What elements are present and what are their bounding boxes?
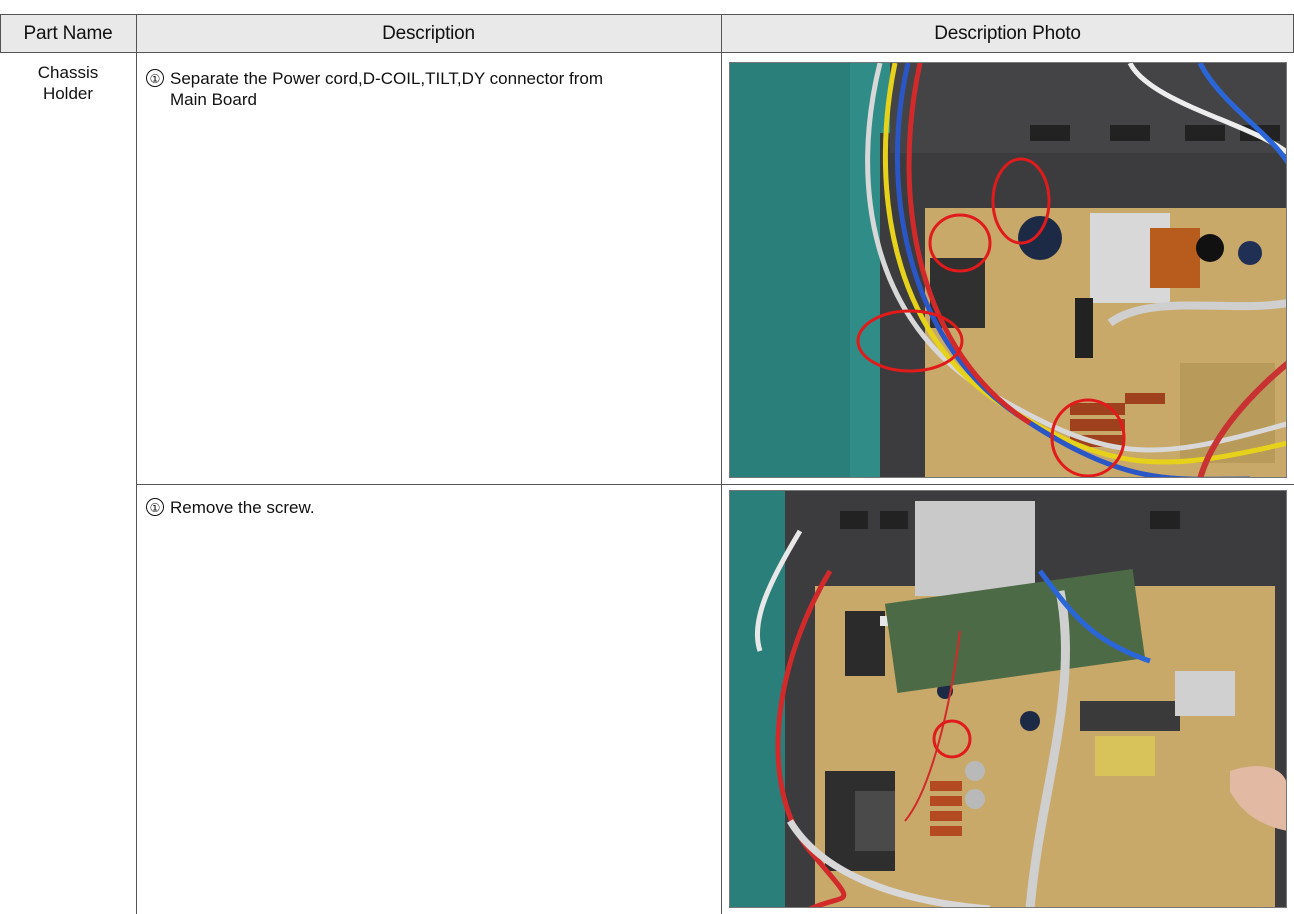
step-2-description: ① Remove the screw. xyxy=(146,497,716,518)
header-description-label: Description xyxy=(382,22,475,44)
step-1-photo xyxy=(729,62,1287,478)
header-part-name-label: Part Name xyxy=(23,22,113,44)
step-1-text-line1: Separate the Power cord,D-COIL,TILT,DY c… xyxy=(170,69,604,88)
grid-line-row-divider xyxy=(136,484,1294,485)
step-2-marker: ① xyxy=(146,498,164,516)
grid-line-col2 xyxy=(721,14,722,914)
part-name-line1: Chassis xyxy=(37,63,99,82)
grid-line-left xyxy=(0,14,1,53)
part-name-line2: Holder xyxy=(42,84,94,103)
step-2-photo xyxy=(729,490,1287,908)
step-1-marker: ① xyxy=(146,69,164,87)
part-name-cell: Chassis Holder xyxy=(18,62,118,104)
header-photo-label: Description Photo xyxy=(934,22,1081,44)
header-part-name: Part Name xyxy=(0,14,136,53)
step-2-text-line1: Remove the screw. xyxy=(170,498,315,517)
header-description: Description xyxy=(136,14,721,53)
step-1-text-line2: Main Board xyxy=(170,90,257,109)
chassis-connectors-photo xyxy=(730,63,1286,477)
chassis-screw-photo xyxy=(730,491,1286,907)
grid-line-col1 xyxy=(136,14,137,914)
header-description-photo: Description Photo xyxy=(721,14,1294,53)
step-1-description: ① Separate the Power cord,D-COIL,TILT,DY … xyxy=(146,68,716,110)
